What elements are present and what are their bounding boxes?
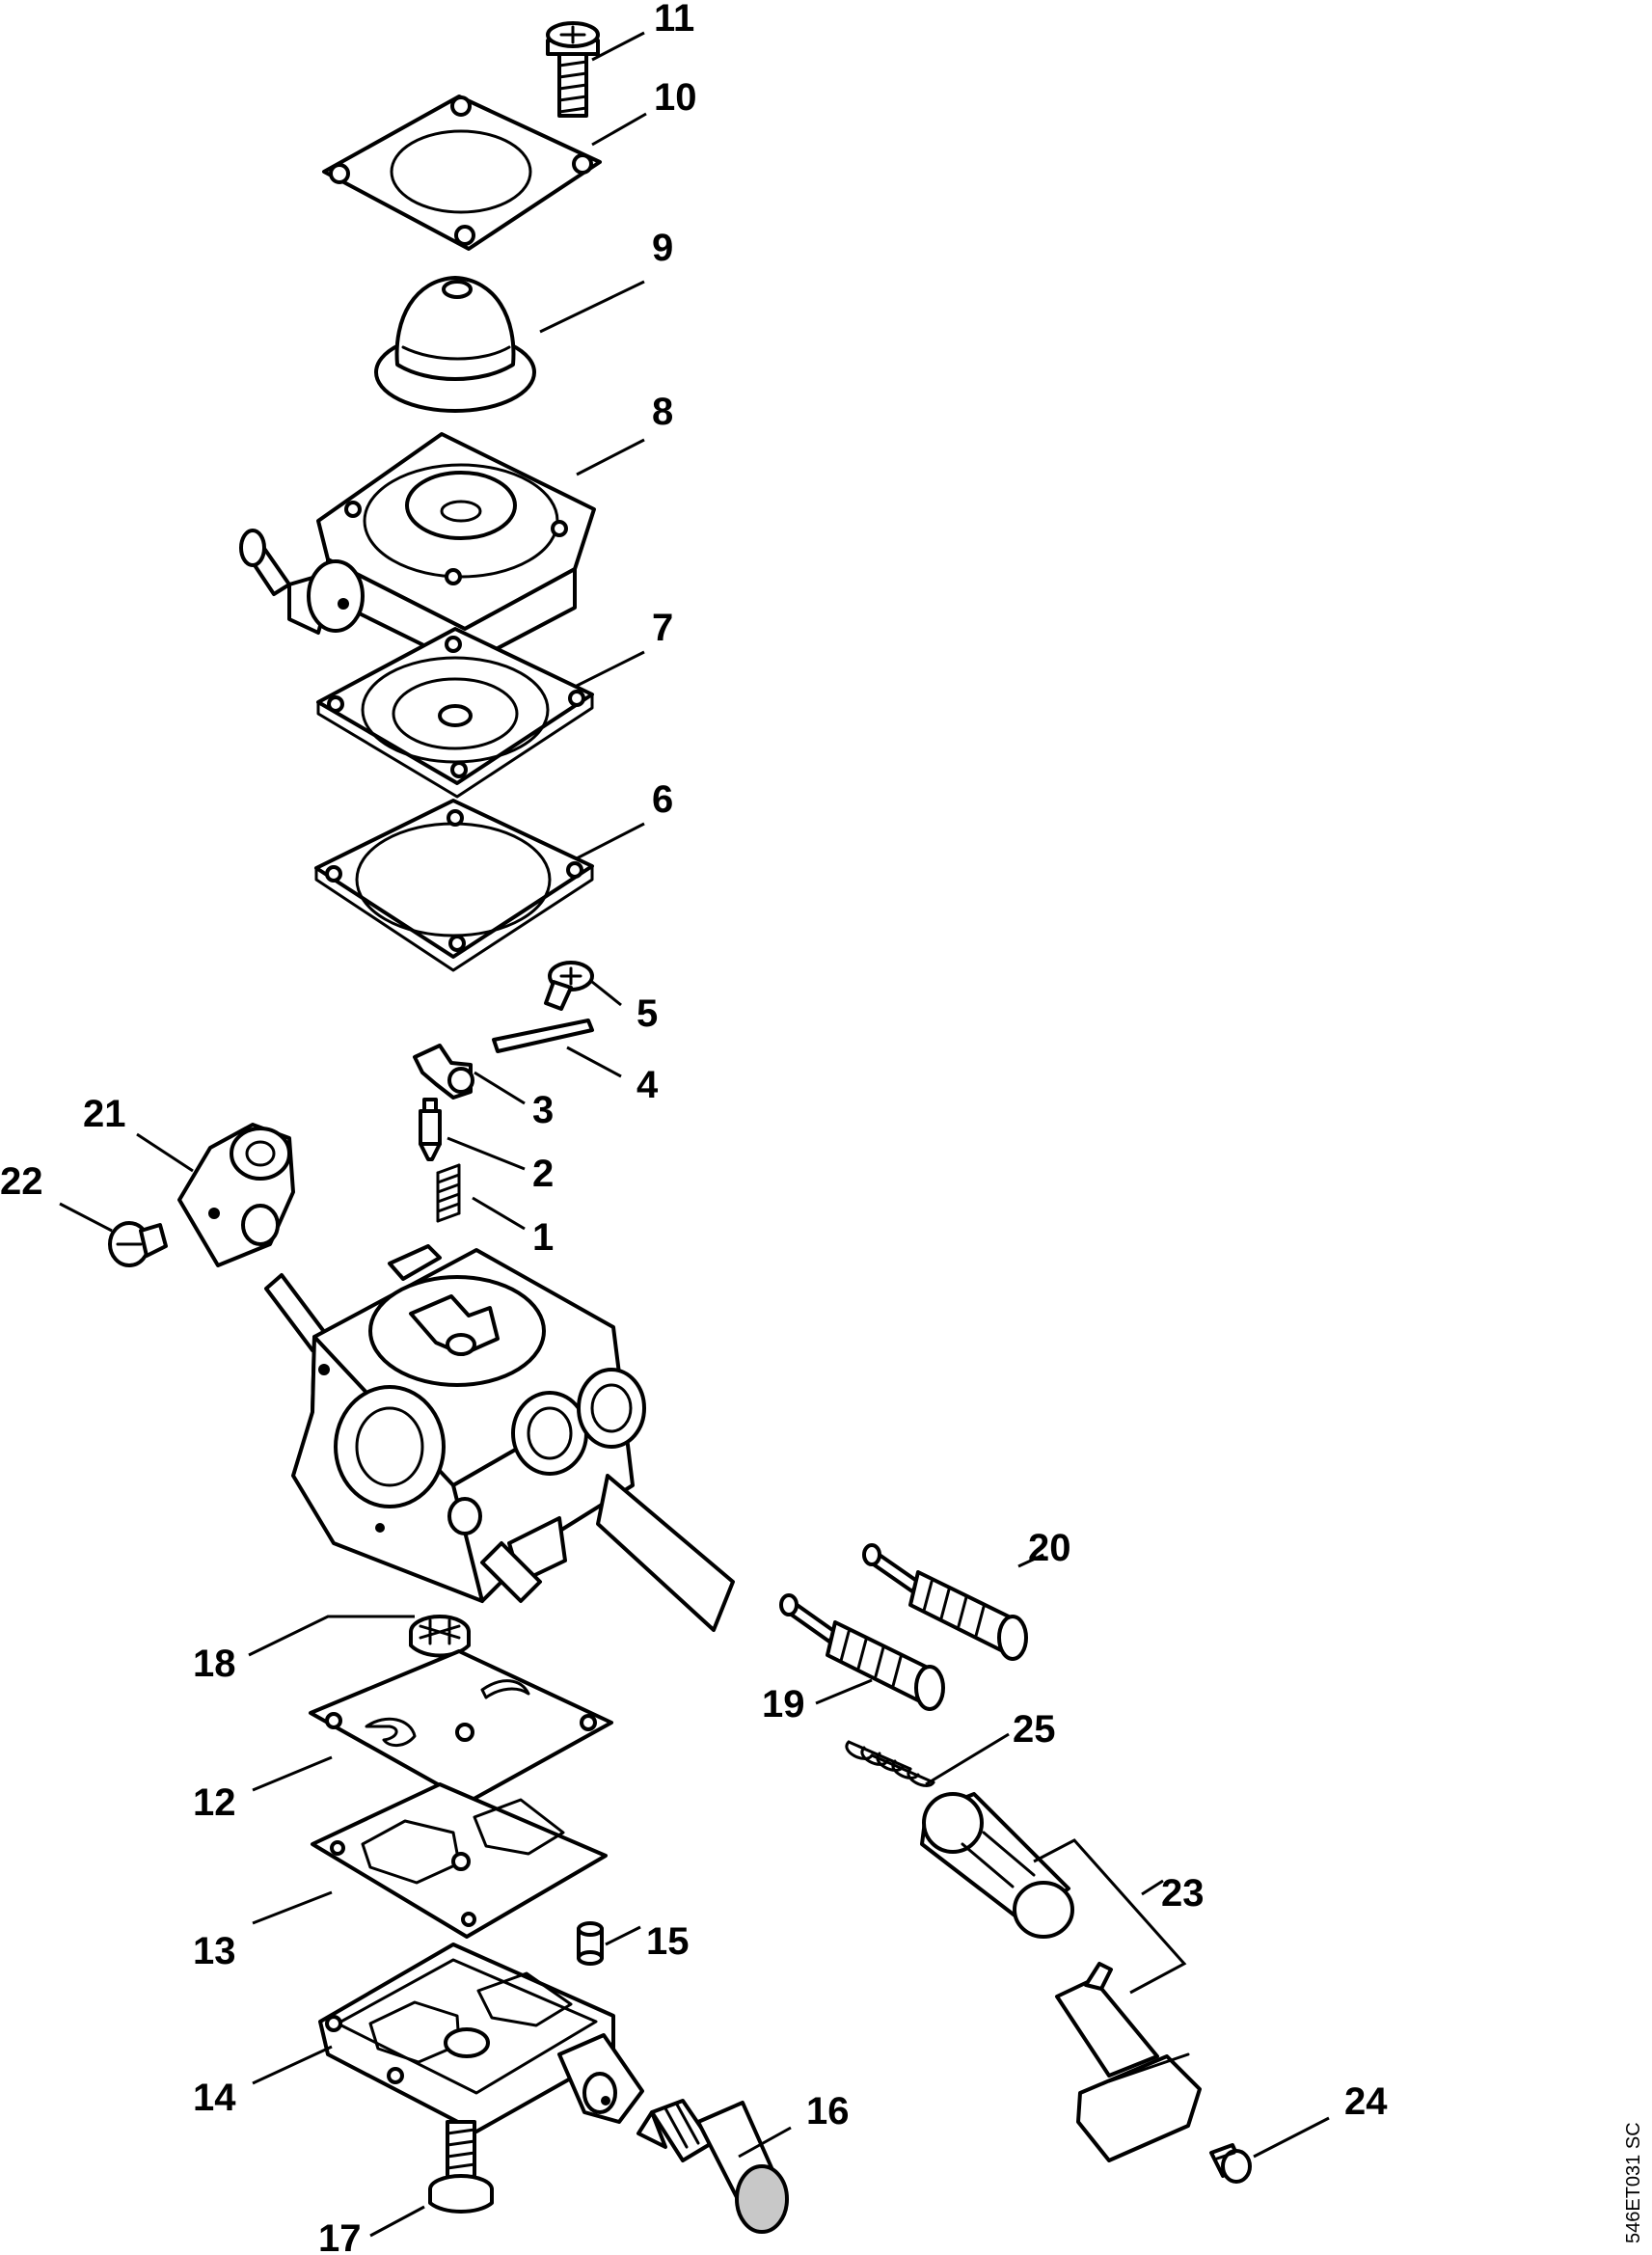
part-24-screw bbox=[1209, 2143, 1252, 2184]
part-8-pump-body bbox=[239, 432, 596, 667]
callout-5: 5 bbox=[636, 992, 658, 1035]
part-12-metering-diaphragm bbox=[309, 1649, 613, 1804]
callout-1: 1 bbox=[532, 1216, 554, 1259]
callout-18: 18 bbox=[193, 1643, 236, 1685]
carburetor-body bbox=[264, 1244, 735, 1632]
callout-15: 15 bbox=[646, 1920, 690, 1963]
part-3-lever bbox=[413, 1044, 474, 1100]
callout-25: 25 bbox=[1013, 1708, 1056, 1751]
callout-13: 13 bbox=[193, 1930, 236, 1972]
callout-12: 12 bbox=[193, 1781, 236, 1824]
part-14-end-cover bbox=[318, 1943, 644, 2133]
callout-20: 20 bbox=[1028, 1527, 1071, 1569]
part-6-gasket bbox=[314, 799, 594, 972]
part-21-bracket bbox=[177, 1123, 295, 1267]
part-2-needle-valve bbox=[419, 1098, 442, 1161]
callout-10: 10 bbox=[654, 76, 697, 119]
part-10-gasket bbox=[322, 95, 602, 251]
callout-14: 14 bbox=[193, 2077, 236, 2119]
part-16-adjusting-screw bbox=[636, 2099, 789, 2234]
part-7-diaphragm bbox=[316, 627, 594, 799]
callout-19: 19 bbox=[762, 1683, 805, 1725]
callout-23: 23 bbox=[1161, 1872, 1205, 1915]
callout-7: 7 bbox=[652, 607, 673, 649]
part-11-screw bbox=[546, 21, 600, 118]
figure-code: 546ET031 SC bbox=[1623, 2122, 1644, 2243]
callout-11: 11 bbox=[654, 0, 694, 40]
part-23-choke-shaft bbox=[920, 1792, 1202, 2162]
part-20-adjusting-screw bbox=[862, 1543, 1028, 1661]
callout-16: 16 bbox=[806, 2090, 850, 2133]
callout-2: 2 bbox=[532, 1153, 554, 1195]
part-25-spring bbox=[845, 1740, 935, 1787]
callout-4: 4 bbox=[636, 1064, 659, 1106]
callout-labels: 11 10 9 8 7 6 5 4 3 2 1 21 22 20 19 18 1… bbox=[0, 0, 1388, 2255]
part-19-adjusting-screw bbox=[779, 1593, 945, 1711]
part-1-spring bbox=[436, 1163, 461, 1223]
part-4-pin bbox=[492, 1019, 594, 1053]
callout-21: 21 bbox=[83, 1093, 126, 1135]
callout-17: 17 bbox=[318, 2217, 362, 2255]
callout-8: 8 bbox=[652, 391, 673, 433]
part-9-primer-bulb bbox=[374, 276, 536, 413]
callout-6: 6 bbox=[652, 778, 673, 821]
part-13-gasket bbox=[311, 1782, 608, 1939]
callout-22: 22 bbox=[0, 1160, 43, 1203]
callout-3: 3 bbox=[532, 1089, 554, 1131]
callout-24: 24 bbox=[1344, 2080, 1388, 2123]
part-22-screw bbox=[108, 1221, 168, 1267]
part-17-screw bbox=[428, 2120, 494, 2214]
part-18-strainer bbox=[409, 1615, 471, 1658]
part-5-screw bbox=[544, 961, 594, 1011]
leader-lines bbox=[59, 31, 1330, 2238]
part-15-plug bbox=[577, 1921, 604, 1966]
callout-9: 9 bbox=[652, 227, 673, 269]
